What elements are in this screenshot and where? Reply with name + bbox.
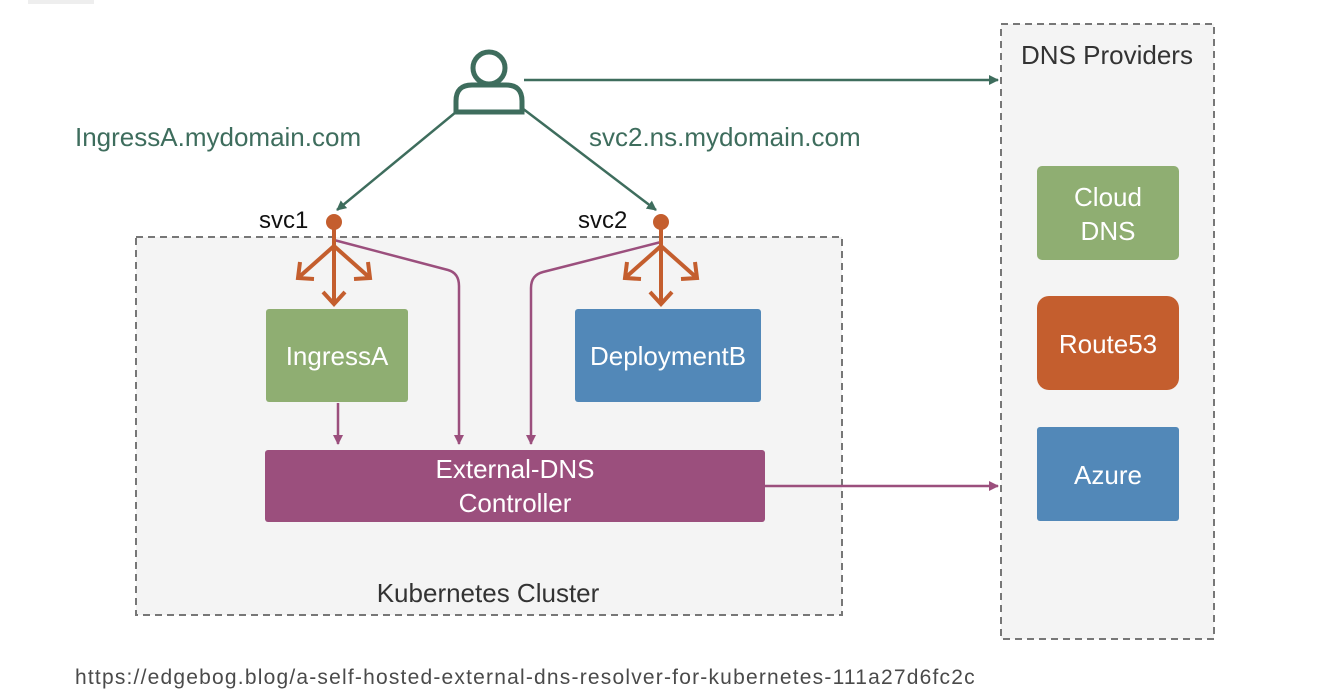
route53-label: Route53 [1059,329,1157,359]
cloud-dns-label-line1: Cloud [1074,182,1142,212]
external-dns-controller-label-line1: External-DNS [436,454,595,484]
top-corner-tab [28,0,94,4]
ingress-domain-label: IngressA.mydomain.com [75,122,361,152]
svc2-label: svc2 [578,207,627,234]
svc1-load-balancer-icon [295,222,373,307]
azure-box [1037,427,1179,521]
deployment-b-box [575,309,761,402]
ingress-a-label: IngressA [286,341,389,371]
arrow-svc1-to-controller [333,238,464,445]
user-icon [453,49,525,115]
cloud-dns-box [1037,166,1179,260]
source-url[interactable]: https://edgebog.blog/a-self-hosted-exter… [75,666,976,689]
dns-providers-title: DNS Providers [1021,40,1193,70]
deployment-b-label: DeploymentB [590,341,746,371]
svc2-load-balancer-icon [622,222,700,307]
azure-label: Azure [1074,460,1142,490]
kubernetes-cluster-container [135,236,843,616]
svc1-label: svc1 [259,207,308,234]
external-dns-controller-label-line2: Controller [459,488,572,518]
external-dns-controller-box [265,450,765,522]
route53-box [1037,296,1179,390]
kubernetes-cluster-label: Kubernetes Cluster [377,578,600,608]
cloud-dns-label-line2: DNS [1081,216,1136,246]
arrow-user-to-svc1 [336,111,457,211]
svc2-node [653,214,669,230]
arrow-user-to-svc2 [521,107,657,211]
ingress-a-box [266,309,408,402]
service-domain-label: svc2.ns.mydomain.com [589,122,861,152]
svc1-node [326,214,342,230]
arrow-svc2-to-controller [526,240,662,445]
